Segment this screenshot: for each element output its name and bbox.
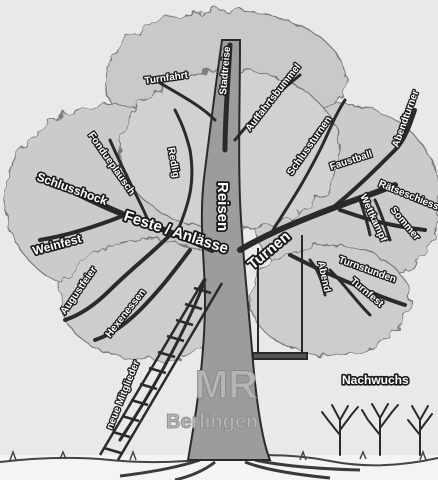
logo-place: Berlingen [166, 411, 258, 433]
sapling-icon [322, 404, 432, 455]
label-reisen: Reisen [214, 182, 231, 231]
sprouts-label: Nachwuchs [342, 373, 409, 387]
logo-initials: MR [195, 363, 257, 407]
